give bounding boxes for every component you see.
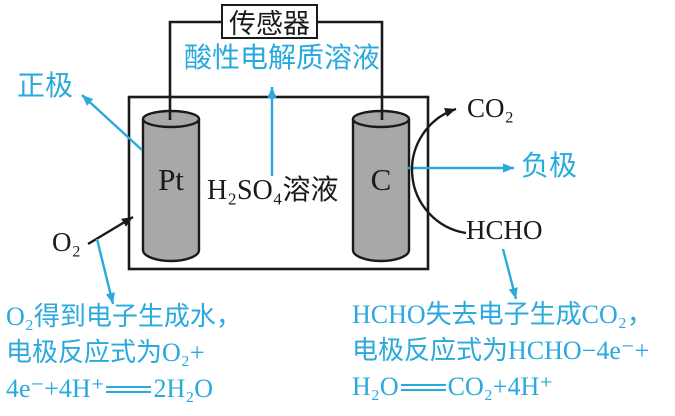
right-note-line2: 电极反应式为HCHO−4e⁻+	[352, 336, 650, 365]
c-electrode-label: C	[370, 162, 392, 197]
right-note-line1: HCHO失去电子生成CO₂，	[352, 300, 653, 329]
hcho-label: HCHO	[466, 215, 543, 245]
c-electrode-body	[351, 119, 411, 263]
left-note-line2: 电极反应式为O₂+	[6, 338, 205, 367]
electrolyte-label: 酸性电解质溶液	[184, 43, 381, 74]
pt-electrode-body	[141, 119, 201, 263]
equals-sign	[106, 386, 152, 393]
solution-label: H₂SO₄溶液	[207, 175, 339, 206]
left-electrode-note: O₂得到电子生成水， 电极反应式为O₂+ 4e⁻+4H⁺ 2H₂O	[6, 299, 242, 407]
o2-arrow	[87, 215, 134, 246]
hcho-note-arrow	[501, 248, 518, 300]
right-note-line3-after: CO₂+4H⁺	[447, 372, 553, 401]
right-note-line3-before: H₂O	[352, 372, 399, 401]
co2-label: CO₂	[467, 93, 514, 123]
right-note-line3: H₂O CO₂+4H⁺	[352, 369, 653, 405]
pt-electrode-label: Pt	[158, 162, 184, 197]
o2-note-arrow	[95, 238, 115, 305]
wire-left	[168, 20, 221, 120]
wire-right	[318, 20, 384, 120]
cell-container	[127, 95, 430, 271]
o2-label: O₂	[52, 227, 81, 257]
negative-electrode-label: 负极	[521, 151, 578, 182]
left-note-line3: 4e⁻+4H⁺ 2H₂O	[6, 371, 242, 407]
positive-arrow	[81, 94, 143, 151]
left-note-line3-after: 2H₂O	[153, 374, 214, 403]
co2-curve-arrow	[410, 107, 467, 235]
sensor-label: 传感器	[229, 9, 310, 39]
sensor-box: 传感器	[221, 4, 318, 39]
left-note-line1: O₂得到电子生成水，	[6, 302, 242, 331]
right-electrode-note: HCHO失去电子生成CO₂， 电极反应式为HCHO−4e⁻+ H₂O CO₂+4H…	[352, 297, 653, 405]
positive-electrode-label: 正极	[17, 71, 74, 102]
left-note-line3-before: 4e⁻+4H⁺	[6, 374, 105, 403]
equals-sign	[400, 384, 446, 391]
